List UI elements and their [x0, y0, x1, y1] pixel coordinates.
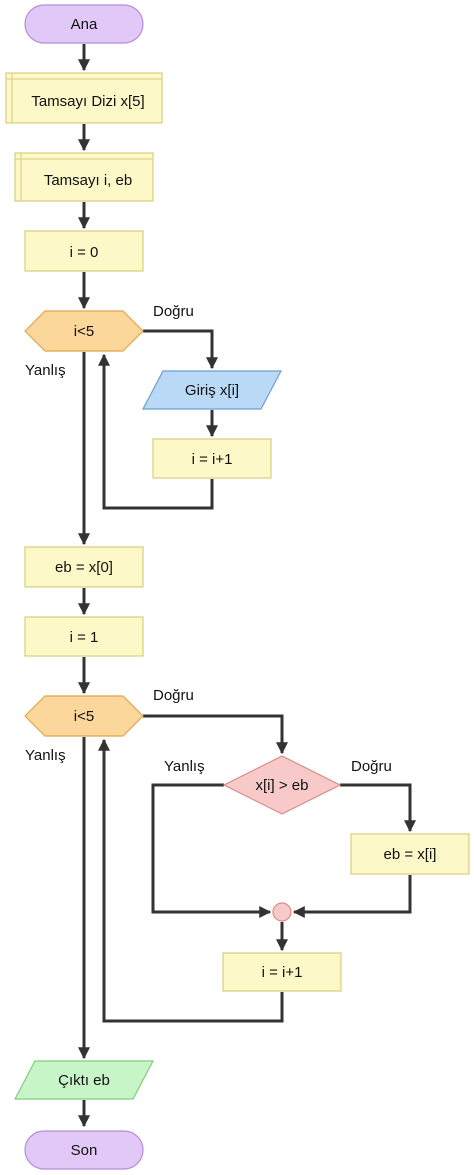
declare-array-box: Tamsayı Dizi x[5] — [5, 72, 163, 124]
loop1-false-label: Yanlış — [25, 362, 66, 379]
assign-eb-label: eb = x[0] — [55, 559, 113, 576]
loop1-condition-label: i<5 — [74, 323, 94, 340]
compare-true-label: Doğru — [351, 758, 392, 775]
increment1-label: i = i+1 — [192, 451, 233, 468]
loop1-true-label: Doğru — [153, 303, 194, 320]
input-box: Giriş x[i] — [142, 370, 282, 410]
end-label: Son — [71, 1142, 98, 1159]
init-i0-label: i = 0 — [70, 244, 99, 261]
loop2-condition-label: i<5 — [74, 708, 94, 725]
edge-inc1-back-to-loop1 — [98, 353, 214, 510]
start-terminal: Ana — [24, 4, 144, 44]
loop2-condition: i<5 — [24, 695, 144, 737]
start-label: Ana — [71, 16, 98, 33]
increment1-box: i = i+1 — [152, 438, 272, 479]
compare-false-label: Yanlış — [164, 758, 205, 775]
edge-compare-true-to-assign-max — [340, 783, 416, 833]
edge-loop2-true-to-compare — [143, 714, 288, 755]
edges — [78, 44, 416, 1128]
output-box: Çıktı eb — [14, 1060, 154, 1100]
edge-compare-false-to-junction — [151, 783, 272, 918]
init-i1-box: i = 1 — [24, 616, 144, 657]
increment2-box: i = i+1 — [222, 952, 342, 992]
end-terminal: Son — [24, 1130, 144, 1170]
declare-vars-box: Tamsayı i, eb — [14, 152, 154, 202]
loop1-condition: i<5 — [24, 310, 144, 352]
compare-decision: x[i] > eb — [222, 755, 342, 815]
declare-array-label: Tamsayı Dizi x[5] — [31, 93, 144, 110]
assign-eb-box: eb = x[0] — [24, 546, 144, 588]
increment2-label: i = i+1 — [262, 964, 303, 981]
output-label: Çıktı eb — [58, 1072, 110, 1089]
init-i1-label: i = 1 — [70, 629, 99, 646]
merge-junction — [272, 902, 292, 922]
declare-vars-label: Tamsayı i, eb — [44, 172, 132, 189]
edge-inc2-back-to-loop2 — [98, 738, 284, 1023]
edge-assign-max-to-junction — [292, 875, 412, 918]
compare-label: x[i] > eb — [256, 777, 309, 794]
init-i0-box: i = 0 — [24, 230, 144, 272]
loop2-true-label: Doğru — [153, 687, 194, 704]
loop2-false-label: Yanlış — [25, 747, 66, 764]
edge-labels: Doğru Yanlış Doğru Yanlış Yanlış Doğru — [25, 303, 392, 775]
input-label: Giriş x[i] — [185, 382, 239, 399]
assign-max-box: eb = x[i] — [350, 833, 470, 875]
assign-max-label: eb = x[i] — [384, 846, 437, 863]
edge-loop1-true-to-input — [143, 329, 218, 370]
